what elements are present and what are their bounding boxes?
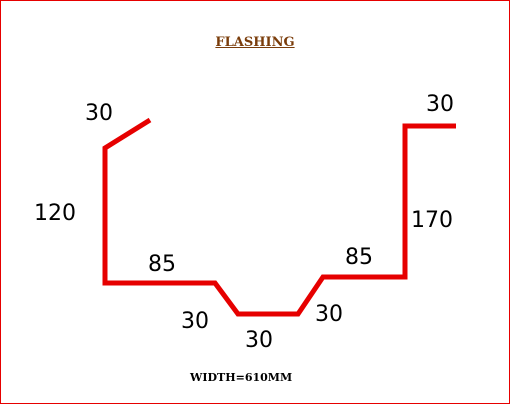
flashing-profile-line	[102, 117, 456, 317]
dim-right-wall: 170	[411, 208, 453, 233]
dim-right-slope: 30	[315, 302, 343, 327]
dim-right-floor: 85	[345, 245, 373, 270]
dim-left-floor: 85	[148, 252, 176, 277]
drawing-title: FLASHING	[215, 35, 295, 50]
dim-top-left-lip: 30	[85, 101, 113, 126]
dim-top-right-lip: 30	[426, 92, 454, 117]
dim-left-slope: 30	[181, 309, 209, 334]
dim-left-wall: 120	[34, 201, 76, 226]
dim-bottom: 30	[245, 328, 273, 353]
width-note: WIDTH=610MM	[190, 371, 293, 384]
